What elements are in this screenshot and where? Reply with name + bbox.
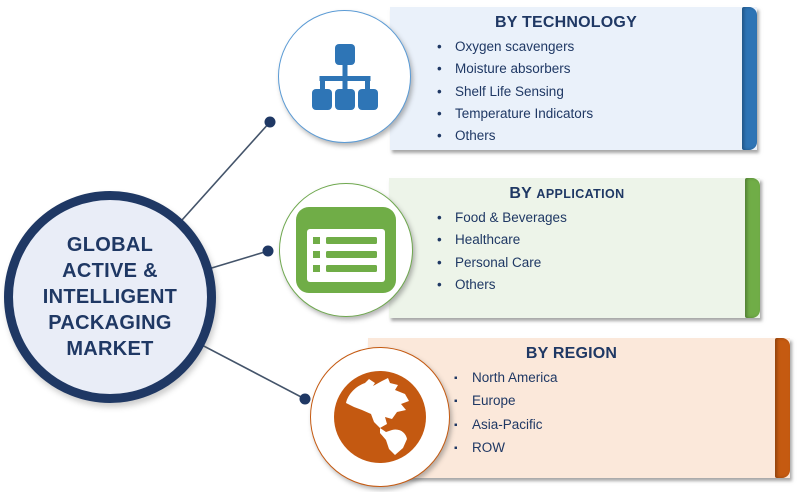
panel-application-content: BY APPLICATION • Food & Beverages • Health… bbox=[389, 178, 745, 318]
technology-node bbox=[278, 10, 411, 143]
bullet-glyph: • bbox=[437, 210, 442, 225]
title-prefix: BY bbox=[509, 185, 532, 202]
panel-region-title: BY REGION bbox=[368, 345, 775, 363]
central-title-line: PACKAGING bbox=[48, 312, 172, 334]
bullet-glyph: • bbox=[437, 61, 442, 77]
list-item: • Oxygen scavengers bbox=[437, 36, 742, 58]
panel-application-title: BY APPLICATION bbox=[389, 185, 745, 203]
application-node bbox=[279, 183, 413, 317]
list-item: • Shelf Life Sensing bbox=[437, 81, 742, 103]
title-name: APPLICATION bbox=[536, 187, 625, 201]
list-item: • Personal Care bbox=[437, 252, 745, 274]
bullet-glyph: • bbox=[437, 105, 442, 121]
list-item: ▪ Asia-Pacific bbox=[454, 414, 775, 437]
list-item: • Others bbox=[437, 125, 742, 147]
globe-icon bbox=[334, 371, 426, 463]
technology-list: • Oxygen scavengers • Moisture absorbers •… bbox=[390, 36, 742, 147]
bullet-glyph: • bbox=[437, 232, 442, 248]
list-item-label: Asia-Pacific bbox=[472, 416, 543, 432]
panel-technology-title: BY TECHNOLOGY bbox=[390, 14, 742, 32]
list-item: ▪ North America bbox=[454, 367, 775, 390]
list-icon bbox=[296, 207, 396, 293]
bullet-glyph: ▪ bbox=[454, 419, 458, 431]
title-prefix: BY bbox=[525, 345, 549, 362]
list-item: ▪ Europe bbox=[454, 390, 775, 413]
list-item-label: Shelf Life Sensing bbox=[455, 83, 564, 99]
panel-region-content: BY REGION ▪ North America ▪ Europe ▪ Asia-P… bbox=[368, 338, 775, 478]
central-title-line: MARKET bbox=[66, 338, 154, 360]
org-chart-icon bbox=[311, 43, 378, 110]
bullet-glyph: • bbox=[437, 39, 442, 54]
list-item: ▪ ROW bbox=[454, 437, 775, 460]
region-list: ▪ North America ▪ Europe ▪ Asia-Pacific ▪ RO… bbox=[368, 367, 775, 460]
central-node: GLOBAL ACTIVE & INTELLIGENT PACKAGING MA… bbox=[4, 191, 216, 403]
central-title: GLOBAL ACTIVE & INTELLIGENT PACKAGING MA… bbox=[43, 232, 177, 362]
bullet-glyph: ▪ bbox=[454, 396, 458, 408]
title-name: REGION bbox=[552, 345, 618, 362]
list-item-label: Personal Care bbox=[455, 254, 542, 270]
bullet-glyph: • bbox=[437, 254, 442, 270]
title-name: TECHNOLOGY bbox=[522, 14, 637, 31]
application-list: • Food & Beverages • Healthcare • Personal … bbox=[389, 207, 745, 296]
list-item-label: Temperature Indicators bbox=[455, 105, 594, 121]
list-item-label: Others bbox=[455, 276, 496, 292]
panel-application-accent-bar bbox=[745, 178, 760, 318]
list-item: • Others bbox=[437, 274, 745, 296]
list-item-label: Healthcare bbox=[455, 232, 521, 248]
connector-dot-application bbox=[262, 245, 274, 257]
panel-technology: BY TECHNOLOGY • Oxygen scavengers • Moistu… bbox=[390, 7, 757, 150]
list-item-label: North America bbox=[472, 370, 558, 385]
panel-technology-accent-bar bbox=[742, 7, 757, 150]
connector-dot-region bbox=[299, 393, 311, 405]
list-item-label: Moisture absorbers bbox=[455, 61, 571, 77]
panel-region-accent-bar bbox=[775, 338, 790, 478]
region-node bbox=[310, 347, 450, 487]
central-title-line: ACTIVE & bbox=[62, 260, 158, 282]
list-item: • Food & Beverages bbox=[437, 207, 745, 229]
list-item: • Healthcare bbox=[437, 229, 745, 251]
bullet-glyph: ▪ bbox=[454, 373, 458, 384]
list-item: • Temperature Indicators bbox=[437, 103, 742, 125]
list-item-label: ROW bbox=[472, 439, 505, 455]
central-title-line: INTELLIGENT bbox=[42, 286, 178, 308]
list-item-label: Oxygen scavengers bbox=[455, 39, 575, 54]
panel-application: BY APPLICATION • Food & Beverages • Health… bbox=[389, 178, 760, 318]
bullet-glyph: ▪ bbox=[454, 442, 458, 454]
list-item-label: Food & Beverages bbox=[455, 210, 567, 225]
list-item: • Moisture absorbers bbox=[437, 58, 742, 80]
title-prefix: BY bbox=[495, 14, 518, 31]
central-title-line: GLOBAL bbox=[66, 234, 154, 256]
list-item-label: Europe bbox=[472, 393, 516, 409]
list-item-label: Others bbox=[455, 128, 496, 144]
bullet-glyph: • bbox=[437, 276, 442, 292]
connector-dot-technology bbox=[264, 116, 276, 128]
bullet-glyph: • bbox=[437, 128, 442, 144]
bullet-glyph: • bbox=[437, 83, 442, 99]
panel-technology-content: BY TECHNOLOGY • Oxygen scavengers • Moistu… bbox=[390, 7, 742, 150]
